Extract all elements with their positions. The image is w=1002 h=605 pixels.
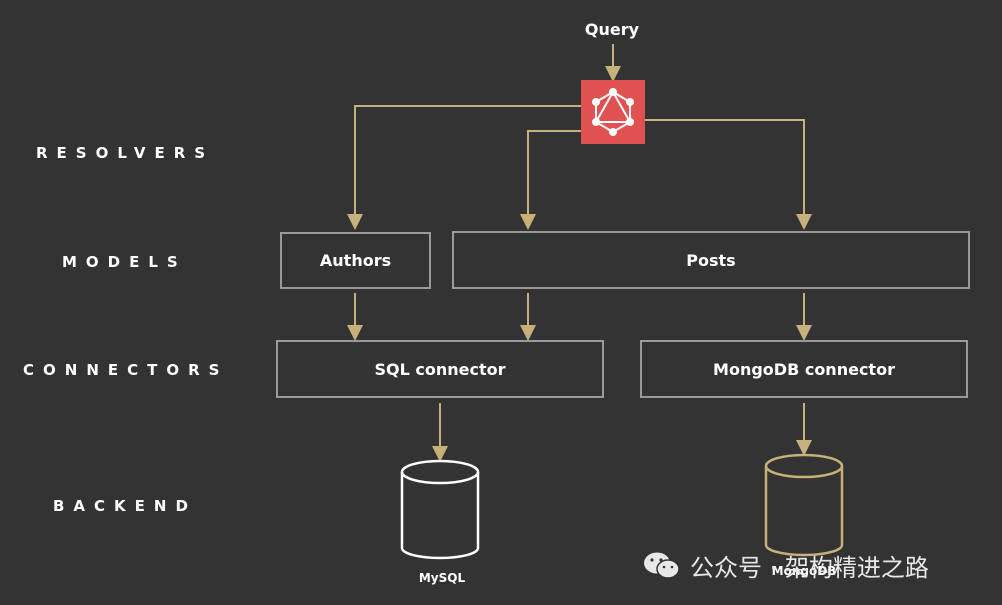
watermark: 公众号 · 架构精进之路 [642, 548, 929, 583]
watermark-text: 公众号 · 架构精进之路 [690, 554, 929, 582]
row-label-backend: BACKEND [53, 497, 197, 515]
row-label-connectors: CONNECTORS [23, 361, 229, 379]
model-authors-label: Authors [319, 251, 392, 270]
mysql-database-icon [400, 459, 480, 560]
mongodb-database-icon [764, 453, 844, 557]
arrow-graphql-to-posts-left [520, 130, 581, 230]
sql-connector-label: SQL connector [374, 359, 506, 379]
query-label: Query [584, 20, 640, 39]
model-posts-label: Posts [686, 250, 736, 270]
row-label-models: MODELS [62, 253, 187, 271]
mysql-label: MySQL [418, 571, 466, 585]
wechat-icon [644, 552, 680, 579]
model-authors-box: Authors [280, 232, 431, 289]
graphql-logo-icon [581, 80, 645, 144]
arrow-graphql-to-posts-right [645, 119, 812, 230]
sql-connector-box: SQL connector [276, 340, 604, 398]
mongodb-connector-label: MongoDB connector [713, 359, 895, 379]
arrow-graphql-to-authors [347, 105, 581, 230]
model-posts-box: Posts [452, 231, 970, 289]
row-label-resolvers: RESOLVERS [36, 144, 215, 162]
mongodb-label: MongoDB [771, 564, 837, 578]
mongodb-connector-box: MongoDB connector [640, 340, 968, 398]
